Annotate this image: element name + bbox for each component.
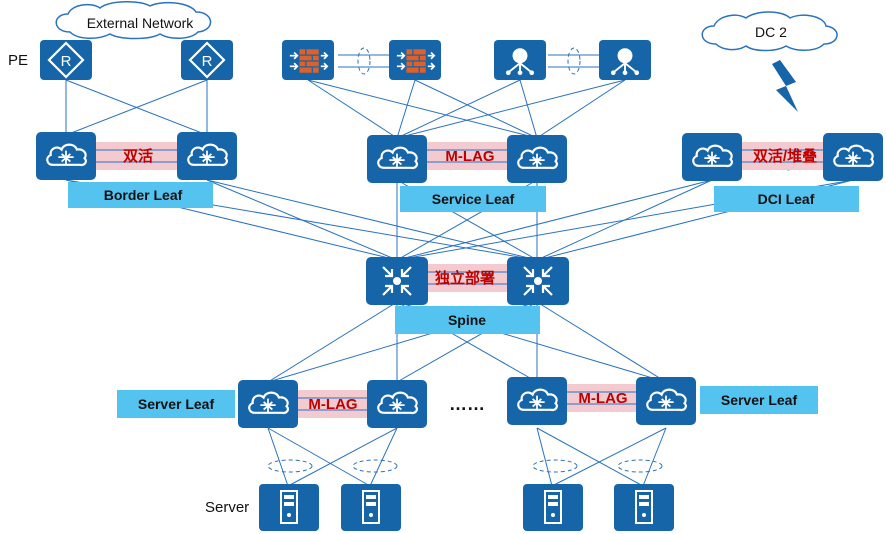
server-leaf-right-link-label: M-LAG [578, 390, 627, 407]
firewall-right[interactable] [389, 40, 441, 80]
service-leaf-label: Service Leaf [432, 191, 515, 207]
dci-leaf-switch-left[interactable] [682, 133, 742, 181]
server-1[interactable] [259, 484, 319, 531]
spine-banner [395, 306, 540, 334]
pe-router-left[interactable] [40, 40, 92, 80]
peer-link-lines [90, 149, 835, 411]
dci-leaf-banner [714, 186, 859, 212]
server-leaf-switch-1[interactable] [238, 380, 298, 428]
spine-switch-right[interactable] [507, 257, 569, 305]
pe-router-right[interactable] [181, 40, 233, 80]
dci-leaf-label: DCI Leaf [758, 191, 815, 207]
server-leaf-right-label: Server Leaf [721, 392, 798, 408]
connection-lines [65, 54, 854, 487]
server-leaf-switch-3[interactable] [507, 377, 567, 425]
ellipsis-dots: …… [449, 394, 485, 414]
border-leaf-switch-left[interactable] [36, 132, 96, 180]
peer-link-bars [90, 142, 835, 418]
server-4[interactable] [614, 484, 674, 531]
spine-switch-left[interactable] [366, 257, 428, 305]
server-leaf-left-label: Server Leaf [138, 396, 215, 412]
server-leaf-left-banner [117, 390, 235, 418]
server-leaf-right-banner [700, 386, 818, 414]
service-leaf-banner [400, 186, 546, 212]
server-leaf-switch-2[interactable] [367, 380, 427, 428]
border-leaf-banner [68, 182, 213, 208]
dci-leaf-link-label: 双活/堆叠 [753, 147, 817, 165]
wan-lightning-icon [772, 60, 798, 112]
server-3[interactable] [523, 484, 583, 531]
firewall-left[interactable] [282, 40, 334, 80]
dci-leaf-switch-right[interactable] [823, 133, 883, 181]
service-leaf-link-label: M-LAG [445, 148, 494, 165]
service-leaf-switch-right[interactable] [507, 135, 567, 183]
border-leaf-link-label: 双活 [123, 147, 153, 165]
dc2-label: DC 2 [755, 24, 787, 40]
server-label: Server [205, 499, 249, 516]
server-leaf-switch-4[interactable] [636, 377, 696, 425]
server-2[interactable] [341, 484, 401, 531]
dc2-cloud: DC 2 [701, 11, 838, 52]
external-network-cloud: External Network [55, 1, 212, 40]
load-balancer-left[interactable] [494, 40, 546, 80]
border-leaf-switch-right[interactable] [177, 132, 237, 180]
server-leaf-left-link-label: M-LAG [308, 396, 357, 413]
service-leaf-switch-left[interactable] [367, 135, 427, 183]
pe-label: PE [8, 52, 28, 69]
external-network-label: External Network [87, 15, 195, 31]
spine-label: Spine [448, 312, 486, 328]
load-balancer-right[interactable] [599, 40, 651, 80]
border-leaf-label: Border Leaf [104, 187, 183, 203]
spine-link-label: 独立部署 [435, 269, 495, 287]
